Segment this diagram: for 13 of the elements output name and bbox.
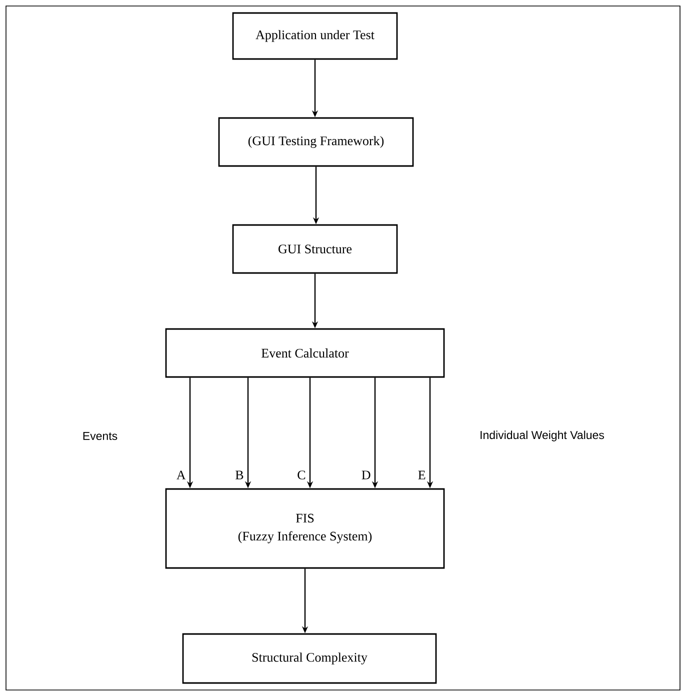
edge-label: E [418,470,426,480]
process-box: (GUI Testing Framework) [218,117,414,167]
side-label: Individual Weight Values [480,430,604,442]
side-label: Events [83,432,118,440]
edge-label: C [298,470,306,480]
process-box: Application under Test [232,12,398,60]
process-box: Structural Complexity [182,633,437,684]
edge-label: A [176,470,186,480]
edge-label: B [236,470,244,480]
process-box: Event Calculator [165,328,445,378]
edge-label: D [362,470,370,480]
process-box: GUI Structure [232,224,398,274]
process-box: FIS (Fuzzy Inference System) [165,488,445,569]
